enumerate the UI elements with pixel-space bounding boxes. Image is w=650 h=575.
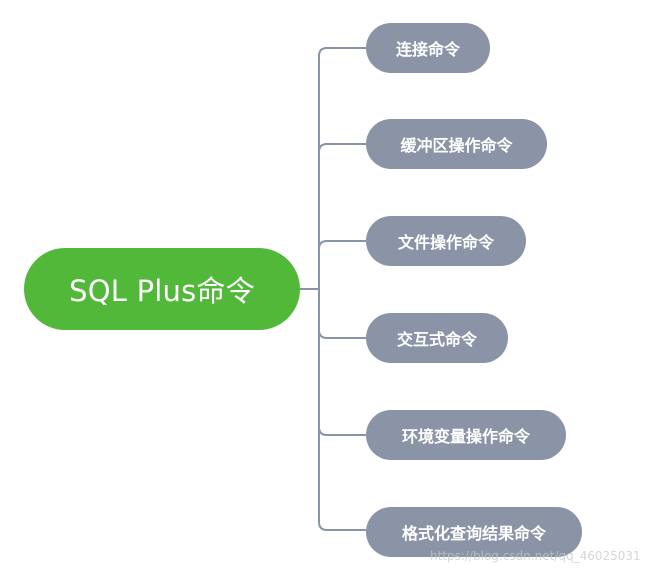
child-node-buffer[interactable]: 缓冲区操作命令: [366, 119, 547, 169]
root-node[interactable]: SQL Plus命令: [24, 248, 300, 330]
child-node-label: 格式化查询结果命令: [401, 524, 546, 543]
child-node-env[interactable]: 环境变量操作命令: [366, 410, 566, 460]
root-node-label: SQL Plus命令: [69, 274, 255, 308]
child-node-label: 文件操作命令: [397, 233, 494, 252]
branch-line-env: [318, 426, 366, 436]
branch-line-file: [318, 240, 366, 250]
branch-line-format: [318, 521, 366, 531]
child-node-label: 环境变量操作命令: [401, 427, 530, 446]
branch-line-interactive: [318, 329, 366, 339]
watermark-text: https://blog.csdn.net/qq_46025031: [430, 549, 641, 563]
child-node-format[interactable]: 格式化查询结果命令: [366, 507, 582, 557]
branch-line-buffer: [318, 143, 366, 153]
branch-line-connect: [318, 47, 366, 57]
child-node-label: 交互式命令: [396, 330, 477, 349]
child-node-file[interactable]: 文件操作命令: [366, 216, 526, 266]
child-node-connect[interactable]: 连接命令: [366, 23, 490, 73]
child-node-label: 缓冲区操作命令: [400, 136, 513, 155]
child-node-interactive[interactable]: 交互式命令: [366, 313, 508, 363]
child-node-label: 连接命令: [395, 40, 460, 59]
